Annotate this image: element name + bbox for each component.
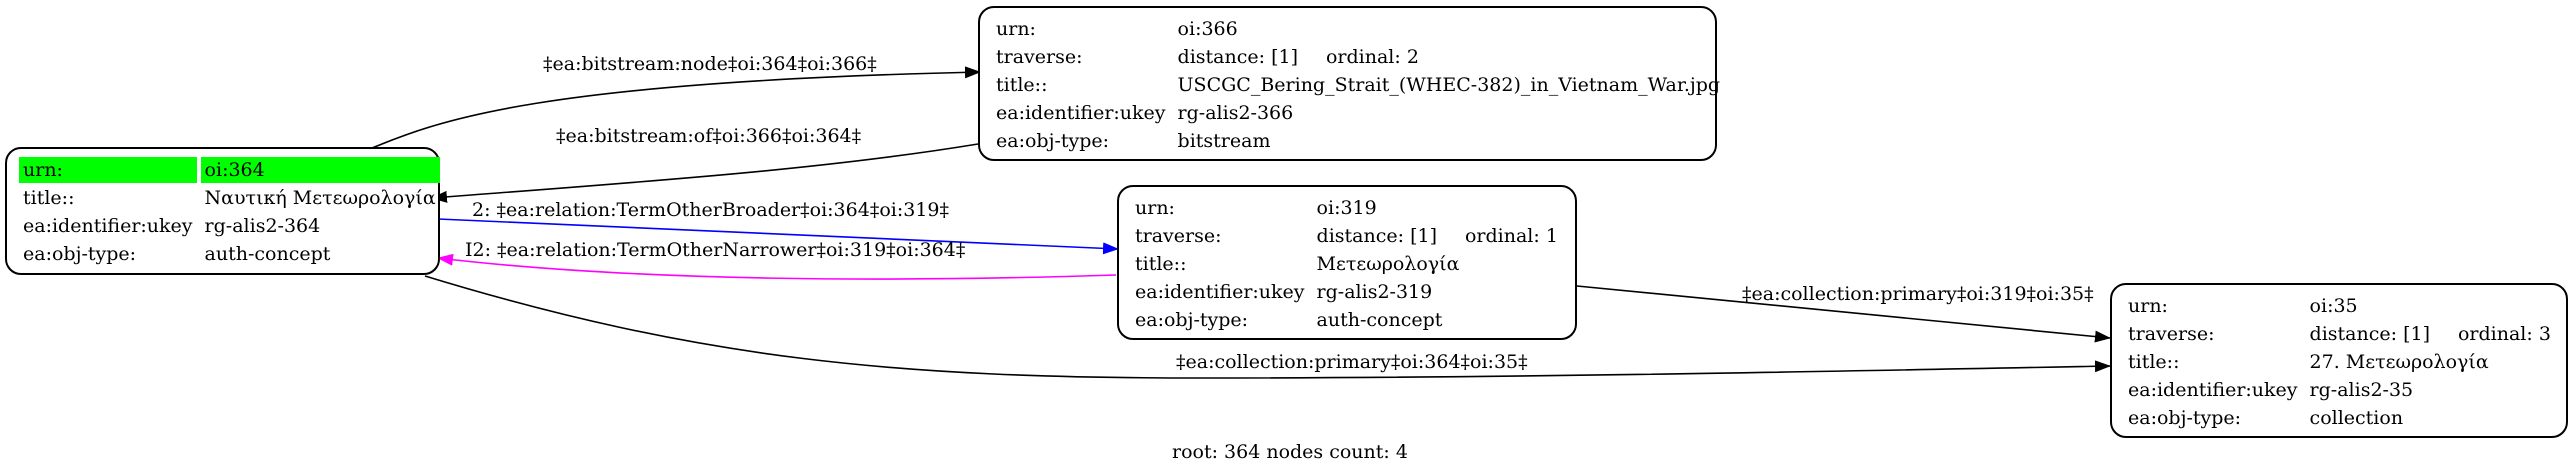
row-key: ea:identifier:ukey (23, 215, 193, 237)
node-row-urn: urn: oi:35 (2124, 293, 2555, 319)
edge-term-broader-364-319 (437, 218, 1119, 255)
row-value: distance: [1] ordinal: 1 (1313, 223, 1562, 249)
edge-collection-primary-319-35 (1576, 285, 2111, 343)
row-key: title:: (1135, 253, 1187, 275)
edge-label-term-broader: 2: ‡ea:relation:TermOtherBroader‡oi:364‡… (472, 199, 949, 221)
row-value: oi:366 (1177, 18, 1238, 40)
node-row-title: title:: Μετεωρολογία (1131, 251, 1562, 277)
row-value: distance: [1] ordinal: 2 (1174, 44, 1725, 70)
node-oi-35[interactable]: urn: oi:35 traverse: distance: [1] ordina… (2110, 283, 2568, 438)
row-value: distance: [1] ordinal: 3 (2306, 321, 2555, 347)
row-value: collection (2309, 407, 2404, 429)
row-value: bitstream (1177, 130, 1271, 152)
node-row-urn: urn: oi:319 (1131, 195, 1562, 221)
traverse-ordinal: ordinal: 3 (2457, 323, 2551, 345)
node-oi-366[interactable]: urn: oi:366 traverse: distance: [1] ordin… (978, 6, 1720, 161)
node-row-traverse: traverse: distance: [1] ordinal: 3 (2124, 321, 2555, 347)
row-value: oi:364 (200, 157, 440, 183)
row-key: traverse: (996, 46, 1083, 68)
node-row-obj-type: ea:obj-type: collection (2124, 405, 2555, 431)
traverse-distance: distance: [1] (1177, 46, 1298, 68)
edge-bitstream-of-366-364 (431, 143, 979, 203)
traverse-ordinal: ordinal: 1 (1464, 225, 1558, 247)
row-value: oi:35 (2309, 295, 2358, 317)
row-key: ea:identifier:ukey (996, 102, 1166, 124)
node-row-ukey: ea:identifier:ukey rg-alis2-319 (1131, 279, 1562, 305)
row-value: Μετεωρολογία (1316, 253, 1460, 275)
row-key: traverse: (1135, 225, 1222, 247)
edge-bitstream-node-364-366 (371, 66, 981, 149)
row-value: auth-concept (204, 243, 331, 265)
edge-label-collection-primary-364: ‡ea:collection:primary‡oi:364‡oi:35‡ (1176, 351, 1528, 373)
row-key: ea:identifier:ukey (2128, 379, 2298, 401)
row-key: ea:obj-type: (996, 130, 1110, 152)
row-value: Ναυτική Μετεωρολογία (204, 187, 436, 209)
row-key: urn: (2128, 295, 2168, 317)
node-row-traverse: traverse: distance: [1] ordinal: 2 (992, 44, 1724, 70)
node-row-ukey: ea:identifier:ukey rg-alis2-35 (2124, 377, 2555, 403)
node-oi-319[interactable]: urn: oi:319 traverse: distance: [1] ordin… (1117, 185, 1577, 340)
row-key: traverse: (2128, 323, 2215, 345)
traverse-ordinal: ordinal: 2 (1325, 46, 1419, 68)
node-row-urn: urn: oi:366 (992, 16, 1724, 42)
row-key: ea:obj-type: (23, 243, 137, 265)
edge-label-term-narrower: I2: ‡ea:relation:TermOtherNarrower‡oi:31… (465, 239, 965, 261)
edge-collection-primary-364-35 (424, 275, 2111, 379)
row-value: auth-concept (1316, 309, 1443, 331)
node-row-title: title:: Ναυτική Μετεωρολογία (19, 185, 440, 211)
node-row-title: title:: 27. Μετεωρολογία (2124, 349, 2555, 375)
node-row-obj-type: ea:obj-type: auth-concept (19, 241, 440, 267)
node-oi-364[interactable]: urn: oi:364 title:: Ναυτική Μετεωρολογία… (5, 147, 440, 275)
edge-term-narrower-319-364 (437, 253, 1117, 280)
edge-label-collection-primary-319: ‡ea:collection:primary‡oi:319‡oi:35‡ (1742, 283, 2094, 305)
row-key: title:: (23, 187, 75, 209)
traverse-distance: distance: [1] (1316, 225, 1437, 247)
node-row-ukey: ea:identifier:ukey rg-alis2-364 (19, 213, 440, 239)
row-key: title:: (996, 74, 1048, 96)
row-key: urn: (996, 18, 1036, 40)
row-value: rg-alis2-319 (1316, 281, 1433, 303)
row-value: 27. Μετεωρολογία (2309, 351, 2489, 373)
row-value: rg-alis2-35 (2309, 379, 2414, 401)
node-row-traverse: traverse: distance: [1] ordinal: 1 (1131, 223, 1562, 249)
edge-label-bitstream-node: ‡ea:bitstream:node‡oi:364‡oi:366‡ (543, 53, 877, 75)
row-key: title:: (2128, 351, 2180, 373)
node-row-urn: urn: oi:364 (19, 157, 440, 183)
node-row-obj-type: ea:obj-type: auth-concept (1131, 307, 1562, 333)
row-key: ea:obj-type: (2128, 407, 2242, 429)
row-key: urn: (1135, 197, 1175, 219)
row-value: rg-alis2-366 (1177, 102, 1294, 124)
row-key: urn: (19, 157, 197, 183)
node-row-title: title:: USCGC_Bering_Strait_(WHEC-382)_i… (992, 72, 1724, 98)
row-value: rg-alis2-364 (204, 215, 321, 237)
row-value: USCGC_Bering_Strait_(WHEC-382)_in_Vietna… (1177, 74, 1721, 96)
node-row-obj-type: ea:obj-type: bitstream (992, 128, 1724, 154)
row-key: ea:obj-type: (1135, 309, 1249, 331)
row-key: ea:identifier:ukey (1135, 281, 1305, 303)
edge-label-bitstream-of: ‡ea:bitstream:of‡oi:366‡oi:364‡ (556, 125, 861, 147)
traverse-distance: distance: [1] (2309, 323, 2430, 345)
graph-footer: root: 364 nodes count: 4 (1172, 441, 1408, 463)
node-row-ukey: ea:identifier:ukey rg-alis2-366 (992, 100, 1724, 126)
row-value: oi:319 (1316, 197, 1377, 219)
